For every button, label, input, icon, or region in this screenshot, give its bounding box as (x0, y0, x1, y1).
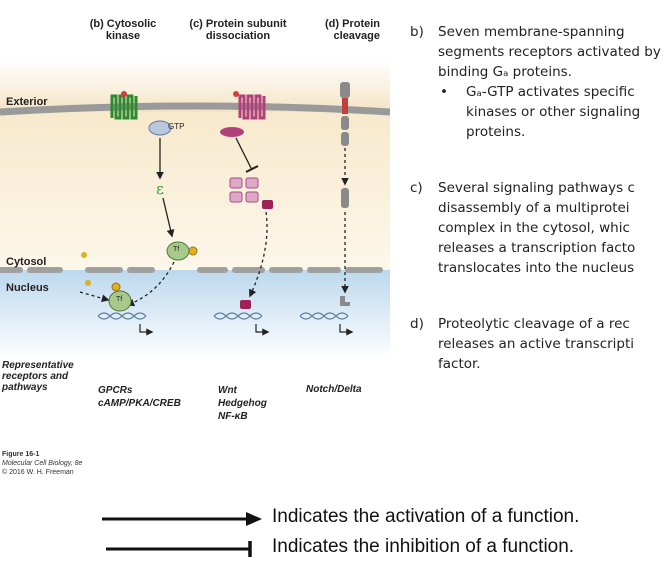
row-label: Representative receptors and pathways (2, 360, 74, 393)
panel-c-title-line2: dissociation (205, 30, 271, 42)
caption-line2: Molecular Cell Biology, 8e (2, 460, 83, 467)
gtp-label: GTP (168, 122, 185, 131)
gpcr-receptor (110, 91, 138, 120)
panel-c-title: (c) Protein subunit dissociation (176, 18, 300, 42)
row-label-line3: pathways (2, 382, 48, 393)
arrow-tf-import (126, 261, 175, 307)
nucleus-region (0, 270, 390, 360)
panel-c-title-line1: (c) Protein subunit (189, 18, 287, 30)
wnt-receptor (233, 91, 266, 120)
pathway-gpcrs: GPCRs (98, 385, 133, 396)
beta-catenin-nucleus (240, 300, 251, 309)
note-d-marker: d) (410, 316, 424, 332)
transcription-arrows (139, 324, 354, 336)
tf-label-nucleus: Tf (116, 296, 123, 303)
figure-caption: Figure 16-1 Molecular Cell Biology, 8e ©… (2, 450, 82, 477)
cytosol-region (0, 112, 390, 270)
nicd (341, 188, 349, 208)
note-c-line1: Several signaling pathways c (438, 180, 635, 196)
cytosol-label: Cytosol (6, 256, 47, 268)
legend-activation: Indicates the activation of a function. (100, 505, 667, 531)
destruction-complex (229, 177, 273, 209)
arrow-left-import (79, 291, 110, 303)
note-d-line3: factor. (438, 356, 481, 372)
note-c-marker: c) (410, 180, 423, 196)
panel-b-title-line2: kinase (105, 30, 141, 42)
note-b-sub-line1: Gₐ-GTP activates specific (466, 84, 635, 100)
pathways-c: Wnt Hedgehog NF-κB (218, 384, 267, 423)
note-b-line2: segments receptors activated by (438, 44, 661, 60)
phospho-left (81, 252, 87, 258)
phospho-nucleus (111, 282, 121, 292)
note-c-line4: releases a transcription facto (438, 240, 636, 256)
note-b-sub-line3: proteins. (466, 124, 526, 140)
nucleus-label: Nucleus (6, 282, 49, 294)
legend-inhibition: Indicates the inhibition of a function. (100, 535, 667, 561)
pathway-hedgehog: Hedgehog (218, 398, 267, 409)
pathway-notch: Notch/Delta (306, 384, 362, 395)
phospho-cytosol (188, 246, 198, 256)
note-d-line1: Proteolytic cleavage of a rec (438, 316, 630, 332)
legend: Indicates the activation of a function. … (100, 505, 667, 565)
signaling-diagram-art: ε (0, 60, 391, 360)
legend-activation-text: Indicates the activation of a function. (272, 506, 580, 527)
panel-b-title-line1: (b) Cytosolic (89, 18, 157, 30)
row-label-line2: receptors and (2, 371, 69, 382)
note-d: d) Proteolytic cleavage of a rec release… (410, 314, 667, 374)
inhibition-bar-icon (106, 541, 252, 557)
panel-d-title: (d) Protein cleavage (300, 18, 380, 42)
note-b-sub: • Gₐ-GTP activates specific kinases or o… (410, 82, 667, 142)
pathway-nfkb: NF-κB (218, 411, 248, 422)
signaling-figure: ε (0, 18, 391, 477)
note-b-line3: binding Gₐ proteins. (438, 64, 572, 80)
legend-inhibition-text: Indicates the inhibition of a function. (272, 536, 575, 557)
note-b: b) Seven membrane-spanning segments rece… (410, 22, 667, 142)
kinase-glyph: ε (156, 180, 164, 198)
panel-d-title-line1: (d) Protein (325, 18, 380, 30)
exterior-label: Exterior (6, 96, 48, 108)
panel-b-title: (b) Cytosolic kinase (78, 18, 168, 42)
g-protein (148, 120, 172, 136)
nicd-nucleus (340, 296, 350, 306)
dna-helices (97, 312, 349, 320)
arrow-betacatenin-import (249, 211, 268, 298)
plasma-membrane (0, 102, 391, 116)
note-c: c) Several signaling pathways c disassem… (410, 178, 667, 278)
note-b-line1: Seven membrane-spanning (438, 24, 625, 40)
activation-arrow-icon (102, 512, 262, 526)
pathway-wnt: Wnt (218, 385, 237, 396)
panel-d-title-line2: cleavage (333, 30, 380, 42)
dishevelled (220, 127, 244, 137)
note-b-marker: b) (410, 24, 424, 40)
explanation-notes: b) Seven membrane-spanning segments rece… (410, 22, 667, 410)
note-c-line2: disassembly of a multiprotei (438, 200, 630, 216)
tf-label-cytosol: Tf (173, 246, 180, 253)
notch-receptor (340, 82, 350, 146)
phospho-left-2 (85, 280, 91, 286)
note-c-line5: translocates into the nucleus (438, 260, 635, 276)
caption-line1: Figure 16-1 (2, 451, 40, 458)
note-b-sub-line2: kinases or other signaling (466, 104, 641, 120)
bullet-icon: • (440, 84, 448, 100)
row-label-line1: Representative (2, 360, 74, 371)
pathway-camp: cAMP/PKA/CREB (98, 398, 181, 409)
pathways-b: GPCRs cAMP/PKA/CREB (98, 384, 181, 410)
inhibition-line (235, 137, 253, 171)
arrow-kinase-to-tf (162, 197, 175, 238)
note-d-line2: releases an active transcripti (438, 336, 635, 352)
note-c-line3: complex in the cytosol, whic (438, 220, 630, 236)
inhibition-bar (245, 165, 259, 173)
caption-line3: © 2016 W. H. Freeman (2, 469, 74, 476)
